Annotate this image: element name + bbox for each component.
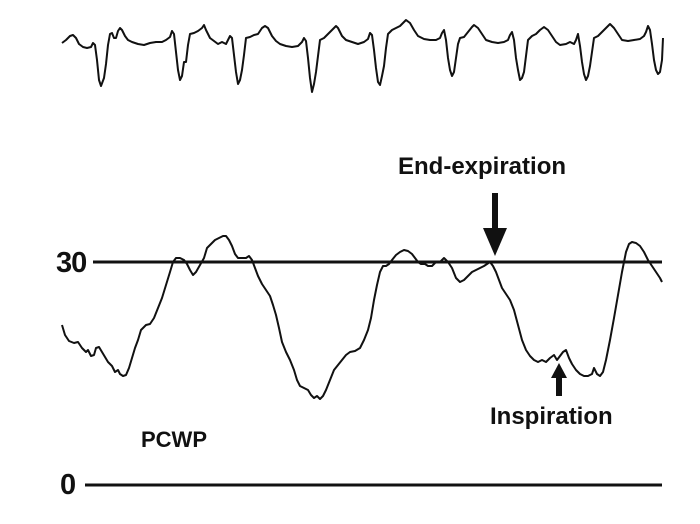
ecg-trace	[61, 19, 664, 93]
inspiration-arrow-icon	[551, 363, 567, 396]
end-expiration-label: End-expiration	[398, 153, 567, 180]
y-tick-30: 30	[56, 247, 87, 279]
inspiration-label: Inspiration	[490, 403, 613, 430]
pcwp-label: PCWP	[141, 427, 207, 452]
pcwp-trace	[61, 235, 663, 400]
end-expiration-arrow-icon	[483, 193, 507, 256]
y-tick-0: 0	[60, 469, 77, 501]
